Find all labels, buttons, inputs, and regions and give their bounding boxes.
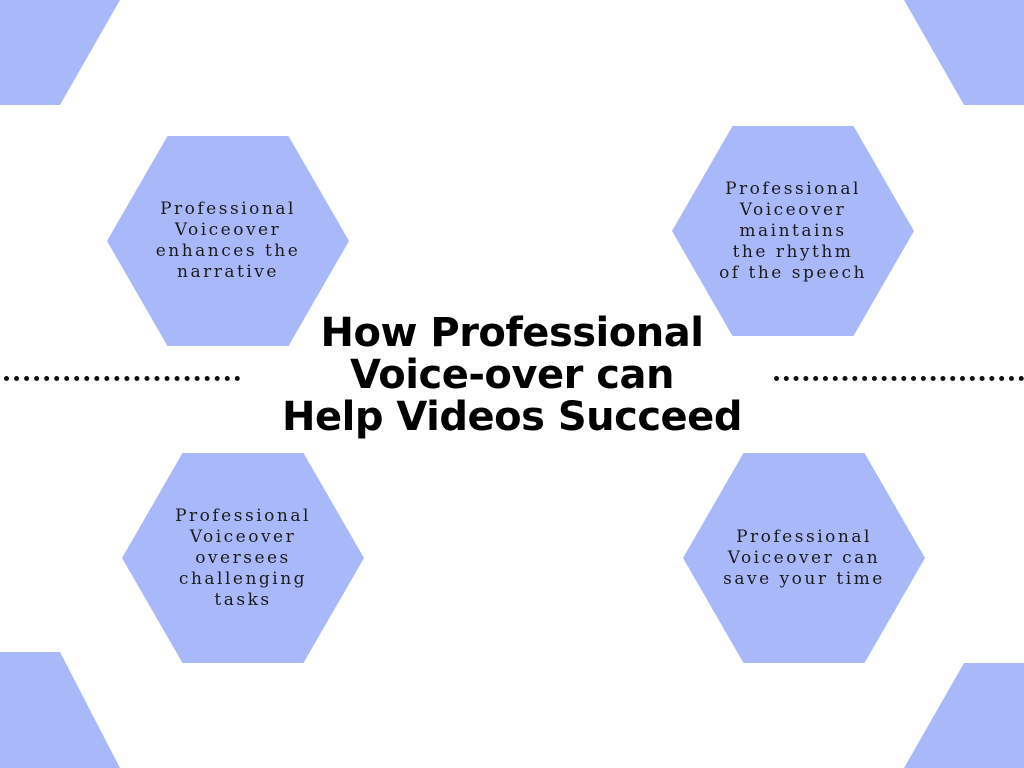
node-text: Professional Voiceover oversees challeng…	[175, 505, 311, 610]
hexagon-node-top-right: Professional Voiceover maintains the rhy…	[672, 126, 914, 336]
title-line: How Professional	[320, 310, 704, 356]
diagram-title: How Professional Voice-over can Help Vid…	[262, 312, 762, 438]
title-line: Voice-over can	[350, 352, 674, 398]
dotted-line-right	[774, 376, 1024, 381]
node-text: Professional Voiceover can save your tim…	[723, 526, 885, 589]
hexagon-node-bottom-left: Professional Voiceover oversees challeng…	[122, 453, 364, 663]
hexagon-node-bottom-right: Professional Voiceover can save your tim…	[683, 453, 925, 663]
corner-shape-top-left	[0, 0, 120, 105]
node-text: Professional Voiceover enhances the narr…	[155, 199, 301, 282]
corner-shape-top-right	[904, 0, 1024, 105]
corner-shape-bottom-left	[0, 652, 120, 768]
node-text: Professional Voiceover maintains the rhy…	[719, 178, 867, 283]
dotted-line-left	[4, 376, 240, 381]
corner-shape-bottom-right	[904, 663, 1024, 768]
title-line: Help Videos Succeed	[282, 394, 742, 440]
